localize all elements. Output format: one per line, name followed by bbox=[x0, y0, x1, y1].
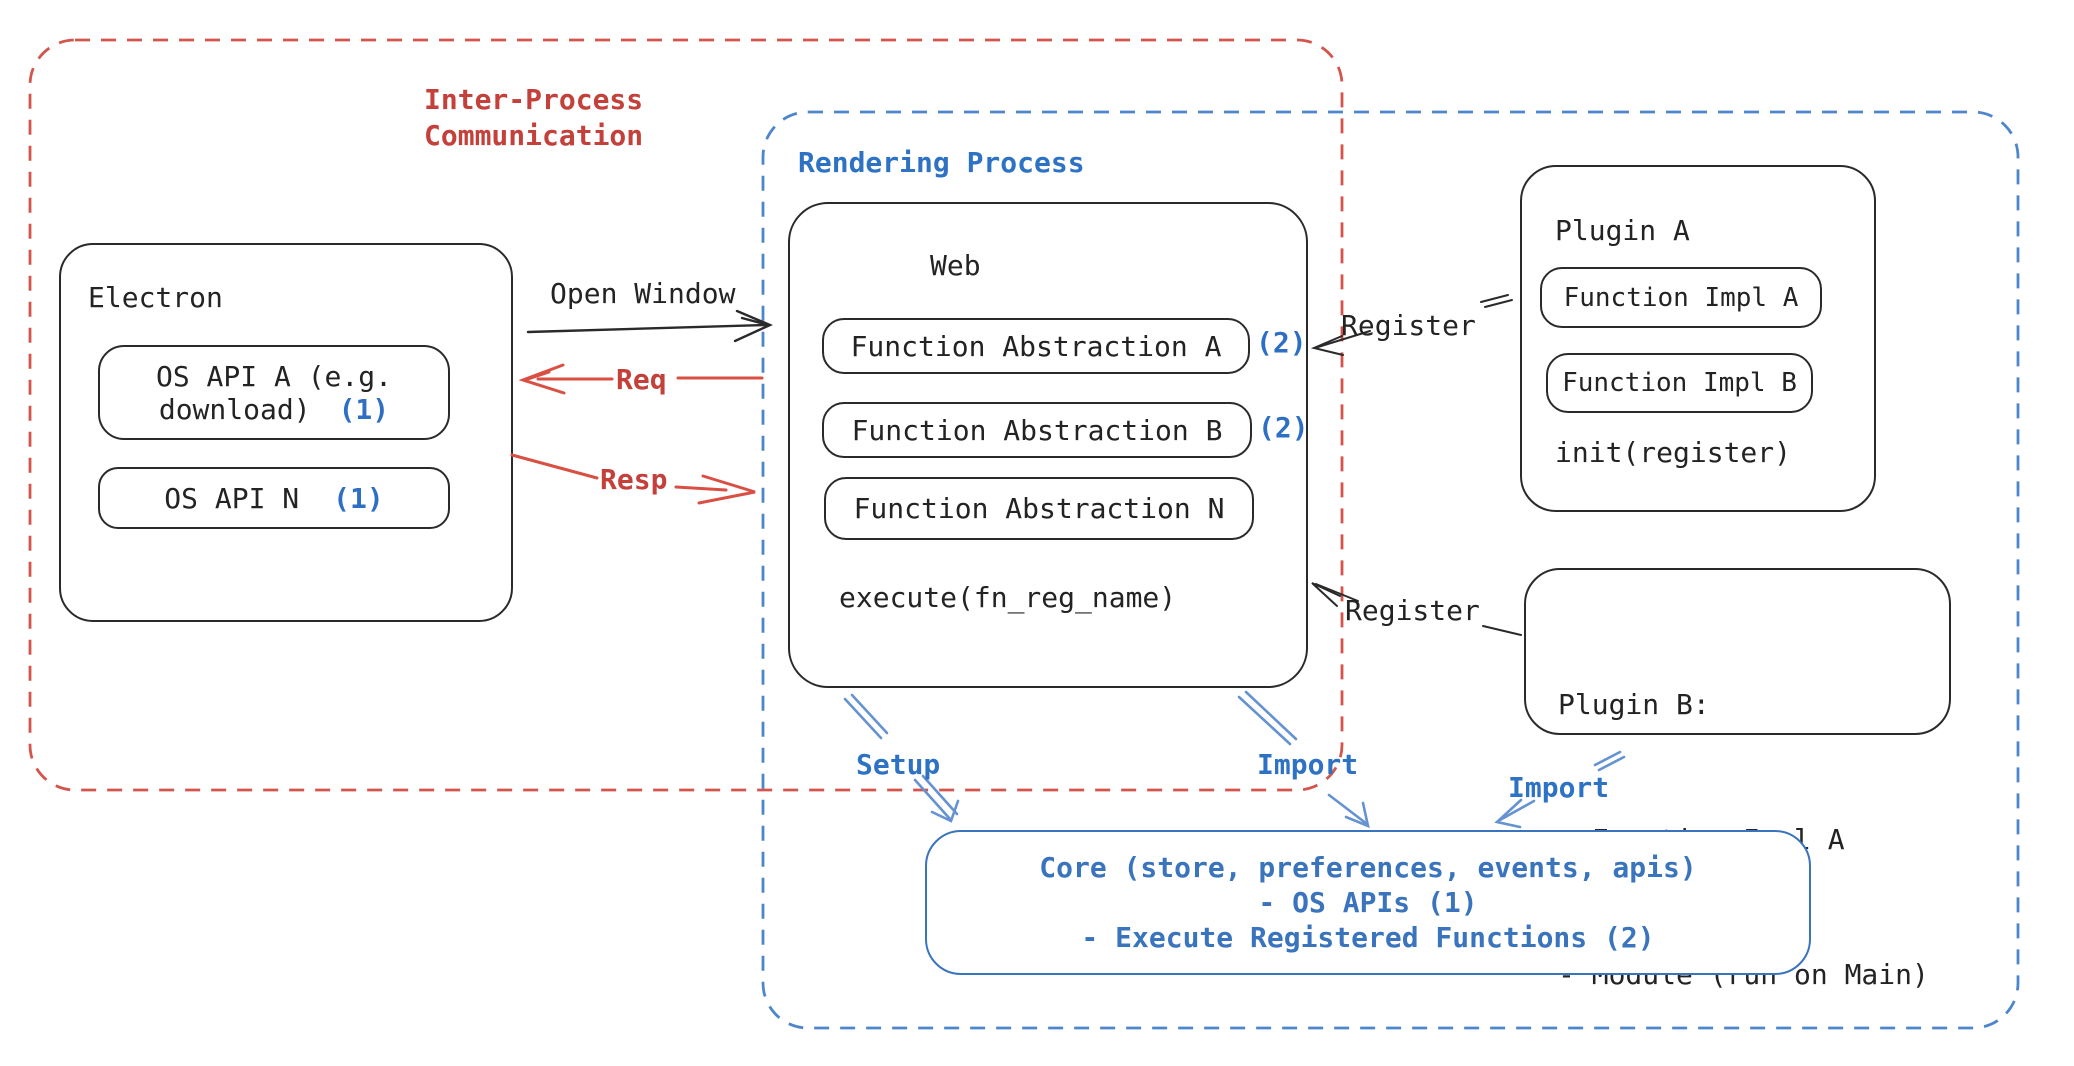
function-abstraction-a-box: Function Abstraction A bbox=[822, 318, 1250, 374]
import-web-label: Import bbox=[1257, 748, 1359, 781]
os-api-n-box: OS API N (1) bbox=[98, 467, 450, 529]
resp-label: Resp bbox=[600, 463, 668, 496]
electron-title: Electron bbox=[88, 281, 223, 314]
function-abstraction-a-badge: (2) bbox=[1256, 326, 1307, 359]
function-impl-a-box: Function Impl A bbox=[1540, 267, 1822, 328]
core-line3: - Execute Registered Functions (2) bbox=[1081, 921, 1655, 954]
import-plugin-label: Import bbox=[1508, 771, 1610, 804]
register-top-label: Register bbox=[1341, 309, 1476, 342]
function-abstraction-b-badge: (2) bbox=[1258, 411, 1309, 444]
plugin-a-title: Plugin A bbox=[1555, 214, 1690, 247]
os-api-a-box: OS API A (e.g. download) (1) bbox=[98, 345, 450, 440]
plugin-a-box bbox=[1520, 165, 1876, 512]
execute-label: execute(fn_reg_name) bbox=[839, 581, 1177, 614]
function-impl-b-box: Function Impl B bbox=[1546, 353, 1813, 413]
setup-label: Setup bbox=[856, 748, 941, 781]
function-abstraction-b-box: Function Abstraction B bbox=[822, 402, 1252, 458]
function-abstraction-b-label: Function Abstraction B bbox=[851, 413, 1223, 447]
os-api-a-line2: download) bbox=[158, 392, 311, 426]
os-api-n-label: OS API N bbox=[164, 481, 300, 515]
open-window-arrow bbox=[526, 309, 773, 343]
plugin-b-title: Plugin B: bbox=[1558, 688, 1710, 721]
core-box: Core (store, preferences, events, apis) … bbox=[925, 830, 1811, 975]
plugin-b-box: Plugin B: - Function Impl A - Module (ru… bbox=[1524, 568, 1951, 991]
plugin-a-init-label: init(register) bbox=[1555, 436, 1792, 469]
core-line2: - OS APIs (1) bbox=[1258, 886, 1478, 919]
os-api-n-badge: (1) bbox=[333, 481, 384, 515]
open-window-label: Open Window bbox=[550, 277, 736, 310]
function-abstraction-n-label: Function Abstraction N bbox=[853, 492, 1225, 525]
register-bottom-label: Register bbox=[1345, 594, 1480, 627]
web-title: Web bbox=[930, 249, 981, 282]
rendering-process-label: Rendering Process bbox=[798, 146, 1085, 179]
os-api-a-line1: OS API A (e.g. bbox=[155, 359, 392, 393]
core-line1: Core (store, preferences, events, apis) bbox=[1039, 851, 1697, 884]
function-abstraction-a-label: Function Abstraction A bbox=[850, 329, 1222, 363]
function-impl-b-label: Function Impl B bbox=[1562, 368, 1797, 398]
function-abstraction-n-box: Function Abstraction N bbox=[824, 477, 1254, 540]
function-impl-a-label: Function Impl A bbox=[1563, 282, 1799, 313]
ipc-boundary-label: Inter-Process Communication bbox=[424, 83, 644, 152]
req-label: Req bbox=[616, 363, 667, 396]
os-api-a-badge: (1) bbox=[338, 392, 390, 426]
